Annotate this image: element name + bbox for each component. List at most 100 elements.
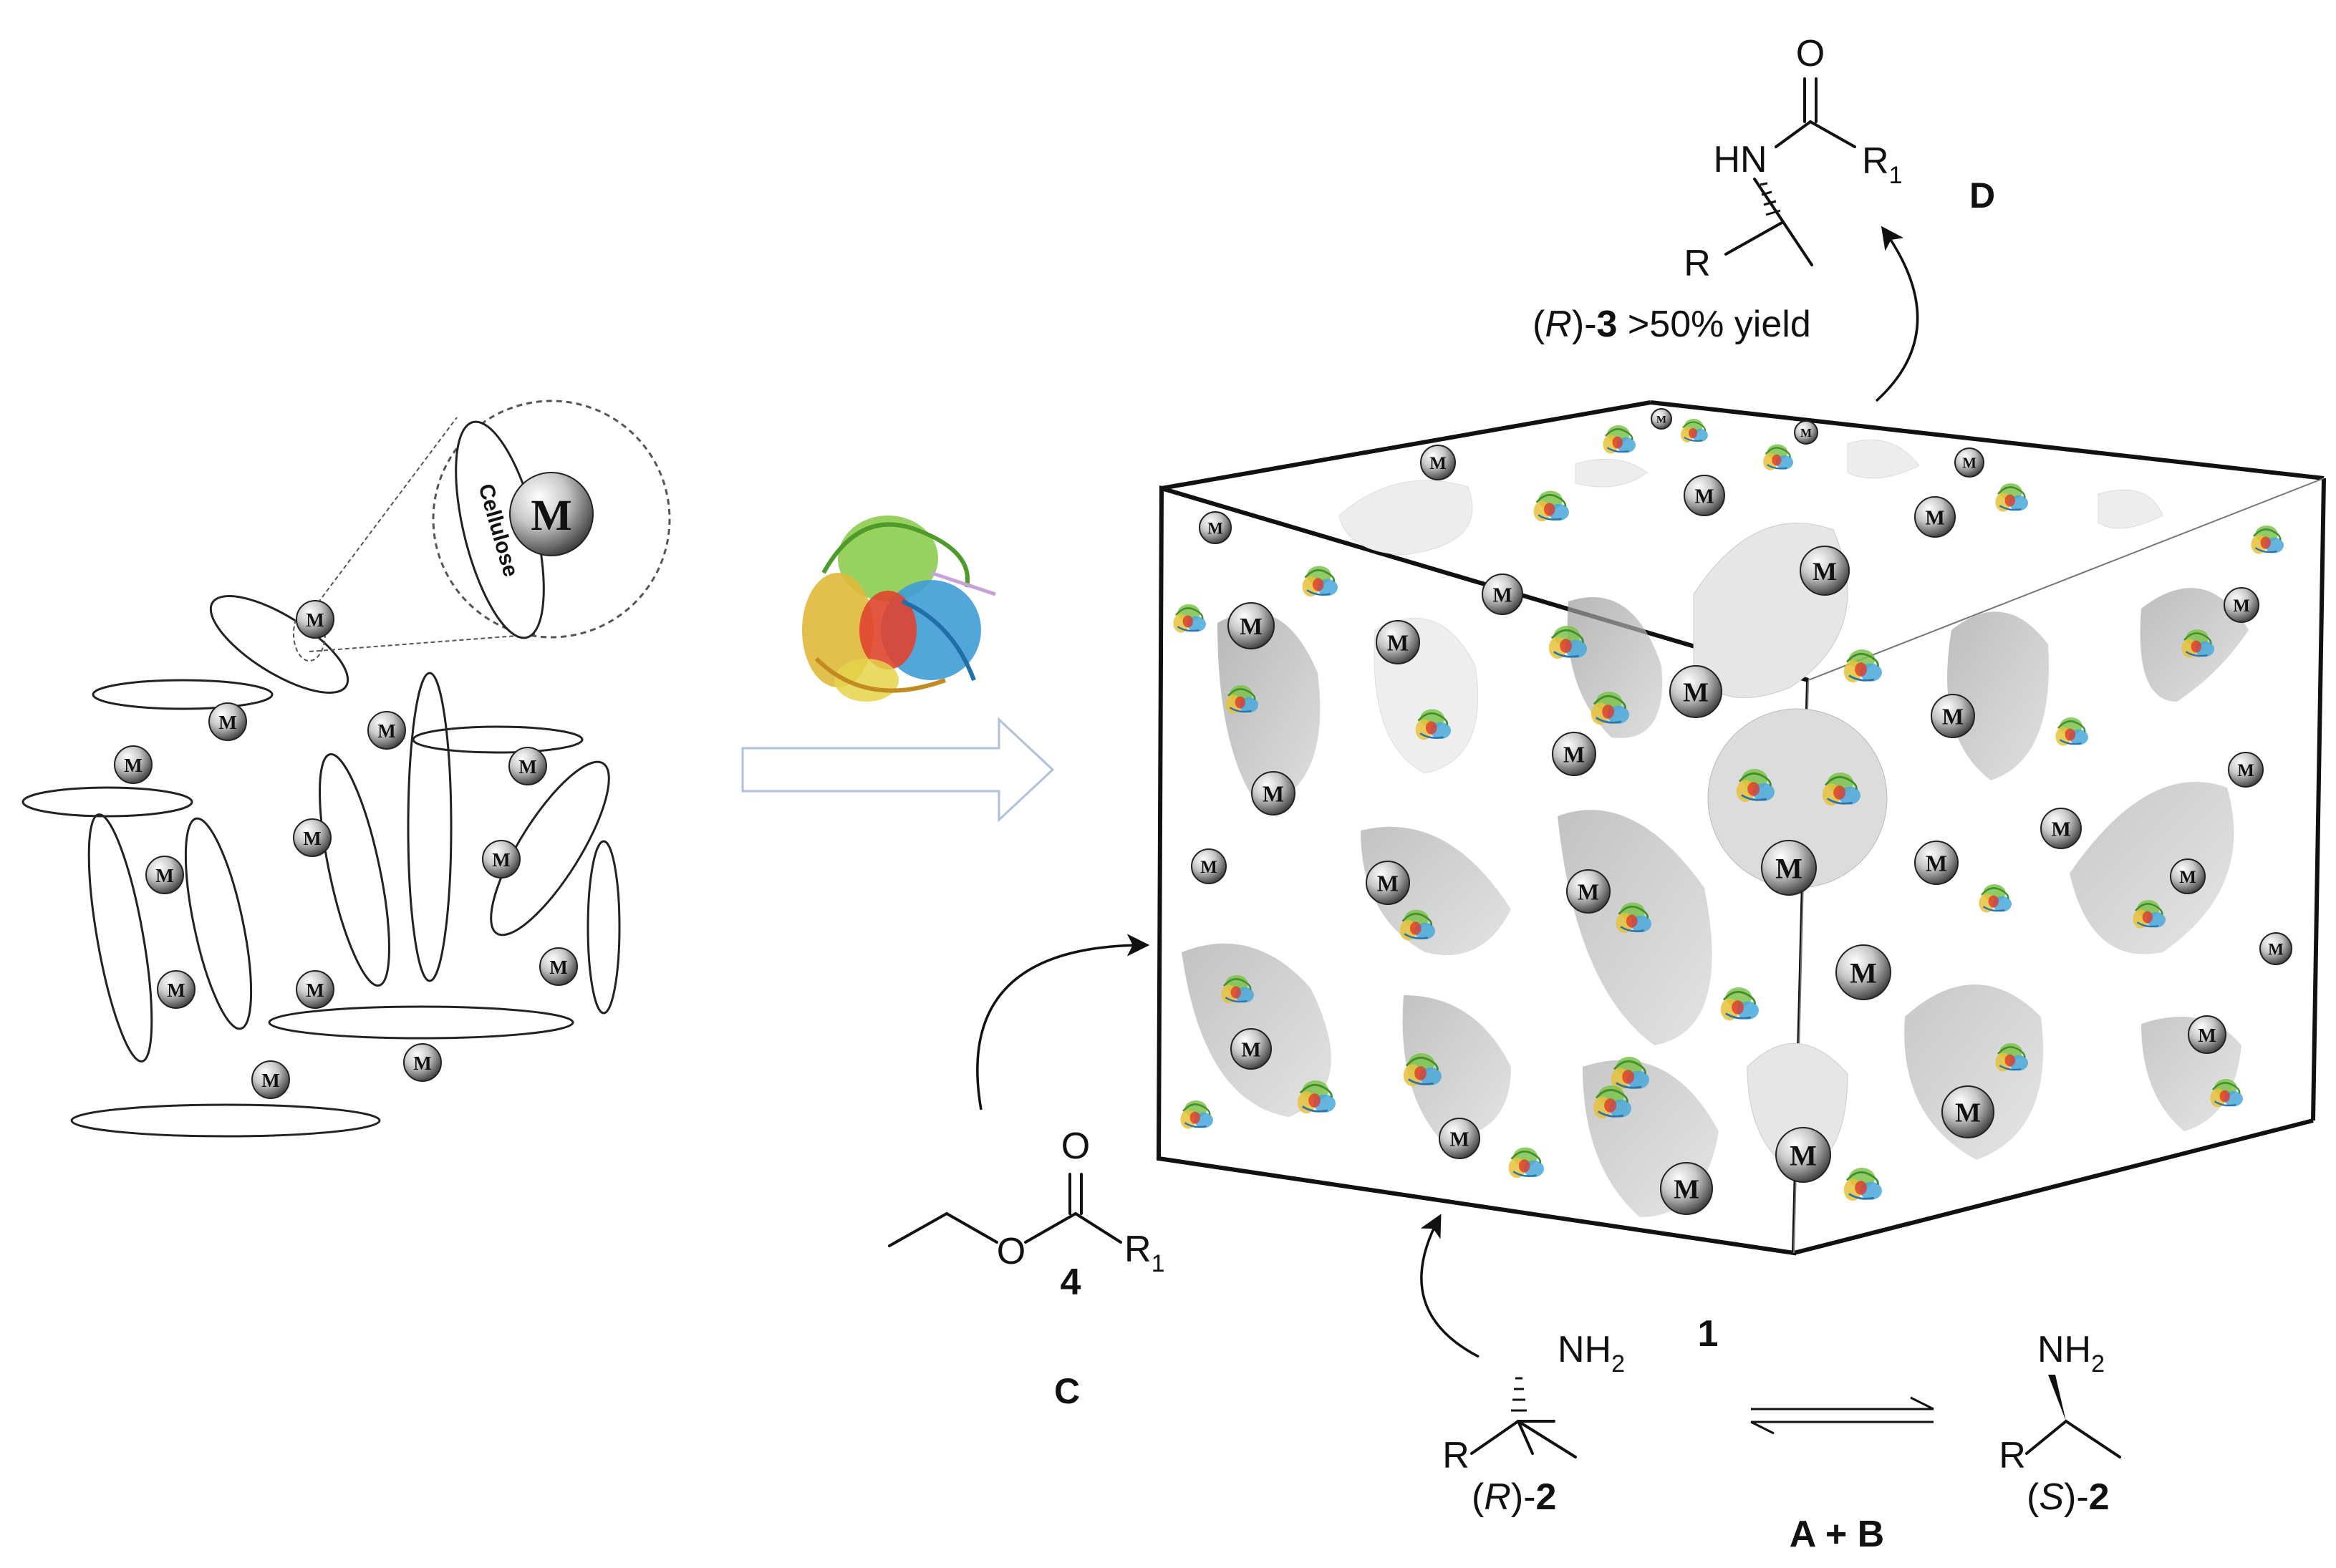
particle-label: M <box>1694 485 1714 508</box>
particle-label: M <box>1207 519 1223 537</box>
metal-particle: M <box>1669 665 1722 718</box>
metal-particle: M <box>296 600 334 639</box>
metal-particle: M <box>145 856 184 894</box>
ester-4-structure: O O R1 4 C <box>888 1126 1164 1411</box>
metal-particle: M <box>2259 932 2292 965</box>
metal-particle: M <box>367 711 406 750</box>
particle-label: M <box>167 979 185 1001</box>
particle-label: M <box>1813 557 1837 586</box>
particle-label: M <box>2237 761 2254 780</box>
metal-particle: M <box>508 747 547 785</box>
product-D-R: R <box>1684 243 1711 284</box>
metal-particle: M <box>1566 869 1611 914</box>
metal-particle: M <box>482 840 521 879</box>
product-D-O: O <box>1796 33 1825 74</box>
metal-particle: M <box>1660 1162 1713 1215</box>
metal-particle: M <box>1376 620 1420 664</box>
particle-label: M <box>2198 1025 2216 1046</box>
left-particles: M M M M M M M M M M M M M M <box>114 472 594 1099</box>
particle-label: M <box>531 492 572 540</box>
particle-label: M <box>413 1052 431 1074</box>
metal-particle: M <box>1794 420 1818 445</box>
metal-particle: M <box>208 702 247 741</box>
particle-label: M <box>518 756 536 778</box>
particle-label: M <box>1563 741 1585 767</box>
metal-particle: M <box>2188 1015 2226 1054</box>
metal-particle: M <box>2228 752 2264 788</box>
particle-label: M <box>1955 1098 1981 1128</box>
particle-label: M <box>1850 957 1877 989</box>
particle-label: M <box>549 957 567 978</box>
ester-number: 4 <box>1061 1262 1081 1303</box>
arrow-from-amine <box>1420 1214 1480 1358</box>
zoom-inset: Cellulose <box>293 400 671 662</box>
metal-particle: M <box>1552 732 1596 776</box>
metal-particle: M <box>1941 1085 1994 1138</box>
metal-particle: M <box>114 745 153 784</box>
particle-label: M <box>1800 426 1812 440</box>
metal-particle: M <box>1651 408 1672 430</box>
particle-label: M <box>124 755 142 776</box>
particle-label: M <box>1241 1039 1260 1062</box>
metal-particle: M <box>1227 602 1275 649</box>
metal-particle: M <box>1251 771 1295 816</box>
label-1: 1 <box>1698 1313 1719 1355</box>
metal-particle: M <box>296 970 334 1009</box>
metal-particle: M <box>1800 546 1850 596</box>
particle-label: M <box>1656 414 1666 425</box>
metal-particle: M <box>1439 1118 1480 1159</box>
metal-particle-zoomed: M <box>509 472 594 556</box>
particle-label: M <box>303 828 321 849</box>
particle-label: M <box>1775 852 1802 884</box>
label-C: C <box>1054 1371 1080 1411</box>
metal-particle: M <box>2040 808 2082 849</box>
particle-label: M <box>2051 818 2070 841</box>
amine-R-R: R <box>1442 1435 1469 1476</box>
label-D: D <box>1969 175 1995 216</box>
metal-particle: M <box>1482 574 1523 615</box>
particle-label: M <box>155 865 173 886</box>
particle-label: M <box>2233 596 2250 616</box>
product-D-name: (R)-3 >50% yield <box>1533 304 1811 345</box>
particle-label: M <box>1790 1139 1817 1171</box>
particle-label: M <box>1674 1175 1699 1205</box>
arrow-to-D <box>1875 226 1919 402</box>
amine-S-NH2: NH2 <box>2037 1329 2105 1378</box>
particle-label: M <box>1578 879 1599 904</box>
metal-particle: M <box>157 970 196 1009</box>
particle-label: M <box>1492 584 1512 607</box>
product-D-HN: HN <box>1713 139 1767 180</box>
amine-S-R: R <box>1999 1435 2026 1476</box>
ester-O: O <box>997 1231 1025 1272</box>
particle-label: M <box>377 720 395 742</box>
ester-R1: R1 <box>1124 1229 1164 1277</box>
amine-R-NH2: NH2 <box>1558 1329 1625 1378</box>
metal-particle: M <box>539 947 578 986</box>
metal-particle: M <box>251 1060 290 1099</box>
particle-label: M <box>1962 455 1977 472</box>
label-A-plus-B: A + B <box>1790 1514 1884 1555</box>
particle-label: M <box>1377 870 1399 896</box>
metal-particle: M <box>1199 511 1232 544</box>
lipase-enzyme-icon <box>802 516 996 702</box>
particle-label: M <box>1240 614 1263 640</box>
metal-particle: M <box>1761 840 1817 896</box>
cube-pores <box>1182 439 2249 1217</box>
equilibrium-arrows <box>1750 1396 1934 1435</box>
amine-S-structure: NH2 R (S)-2 <box>1999 1329 2121 1518</box>
metal-particle: M <box>1366 861 1410 905</box>
particle-label: M <box>1429 454 1447 473</box>
particle-label: M <box>1387 629 1409 655</box>
particle-label: M <box>1449 1128 1469 1151</box>
metal-particle: M <box>1420 445 1456 480</box>
metal-particle: M <box>1230 1028 1272 1070</box>
particle-label: M <box>1926 850 1947 876</box>
particle-label: M <box>1200 858 1217 877</box>
particle-label: M <box>306 609 324 631</box>
particle-label: M <box>218 712 236 733</box>
product-D-R1: R1 <box>1862 140 1902 189</box>
particle-label: M <box>2179 868 2196 887</box>
particle-label: M <box>306 979 324 1001</box>
